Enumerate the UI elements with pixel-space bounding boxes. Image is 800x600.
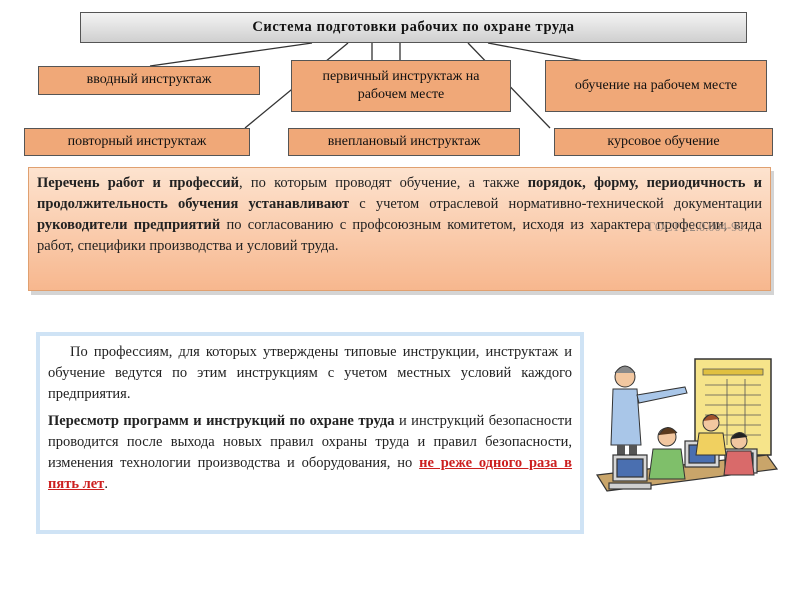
- orange-text-5: руководители предприятий: [37, 217, 221, 234]
- blue-paragraph-2: Пересмотр программ и инструкций по охран…: [48, 411, 572, 495]
- gost-reference: ГОСТ 12.0.004-90: [648, 220, 744, 234]
- node-kursovoe-obuchenie: курсовое обучение: [554, 128, 773, 156]
- orange-text-6: по согласованию с профсоюзным комитетом,…: [37, 217, 762, 255]
- node-vneplanovy-instruktazh: внеплановый инструктаж: [288, 128, 520, 156]
- blue-text-bold: Пересмотр программ и инструкций по охран…: [48, 413, 395, 430]
- diagram-title: Система подготовки рабочих по охране тру…: [80, 12, 747, 43]
- classroom-computers-clipart-icon: [595, 358, 779, 492]
- orange-text-4: с учетом отраслевой нормативно-техническ…: [349, 196, 762, 213]
- deadline-emphasis: не реже одного раза в пять лет: [48, 455, 573, 493]
- node-povtorny-instruktazh: повторный инструктаж: [24, 128, 250, 156]
- orange-text-3: порядок, форму, периодичность и продолжи…: [37, 175, 762, 213]
- orange-text-2: , по которым проводят обучение, а также: [238, 175, 528, 191]
- blue-text-end: .: [104, 476, 108, 493]
- orange-info-panel: Перечень работ и профессий, по которым п…: [28, 167, 771, 291]
- blue-paragraph-1: По профессиям, для которых утверждены ти…: [48, 344, 572, 403]
- blue-text-rest: и инструкций безопасности проводится пос…: [48, 413, 572, 472]
- students-icon: [648, 414, 755, 480]
- orange-text-1: Перечень работ и профессий: [37, 175, 239, 191]
- node-vvodny-instruktazh: вводный инструктаж: [38, 66, 260, 95]
- node-obuchenie-na-rabochem-meste: обучение на рабочем месте: [545, 60, 767, 112]
- blue-info-panel: По профессиям, для которых утверждены ти…: [36, 332, 584, 534]
- node-pervichny-instruktazh: первичный инструктаж на рабочем месте: [291, 60, 511, 112]
- connector-vvodny: [149, 42, 313, 67]
